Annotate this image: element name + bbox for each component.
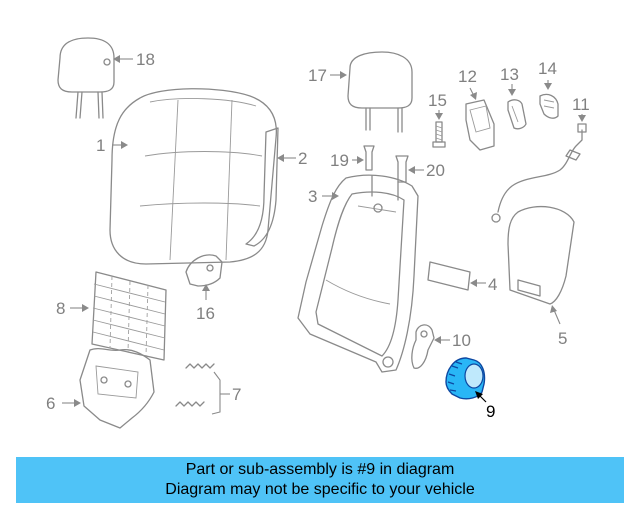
callout-1: 1 bbox=[96, 136, 128, 155]
part-11-cable[interactable] bbox=[491, 123, 587, 223]
part-6-lumbar-plate[interactable] bbox=[79, 347, 155, 429]
part-17-headrest[interactable] bbox=[347, 51, 413, 133]
callout-10: 10 bbox=[434, 331, 471, 350]
callout-label-13: 13 bbox=[500, 65, 519, 84]
callout-label-14: 14 bbox=[538, 59, 557, 78]
callout-label-7: 7 bbox=[232, 385, 241, 404]
banner-line-1: Part or sub-assembly is #9 in diagram bbox=[185, 461, 455, 478]
callout-label-11: 11 bbox=[572, 95, 590, 114]
callout-label-10: 10 bbox=[452, 331, 471, 350]
callout-7: 7 bbox=[211, 371, 241, 415]
callout-8: 8 bbox=[56, 299, 89, 318]
callout-label-2: 2 bbox=[298, 149, 307, 168]
callout-5: 5 bbox=[550, 305, 567, 348]
parts-diagram: 18 1 2 16 bbox=[46, 37, 590, 429]
callout-label-18: 18 bbox=[136, 50, 155, 69]
callout-label-1: 1 bbox=[96, 136, 105, 155]
callout-14: 14 bbox=[538, 59, 557, 90]
part-16-bracket[interactable] bbox=[185, 254, 223, 287]
callout-19: 19 bbox=[330, 151, 364, 170]
part-13-handle[interactable] bbox=[507, 99, 527, 130]
callout-13: 13 bbox=[500, 65, 519, 96]
part-3-seatback-frame[interactable] bbox=[297, 174, 419, 373]
callout-label-3: 3 bbox=[308, 187, 317, 206]
callout-6: 6 bbox=[46, 394, 81, 413]
callout-2: 2 bbox=[277, 149, 307, 168]
part-12-trim[interactable] bbox=[465, 99, 495, 151]
part-18-headrest[interactable] bbox=[57, 37, 115, 119]
callout-label-20: 20 bbox=[426, 161, 445, 180]
part-8-spring-mat[interactable] bbox=[91, 271, 167, 361]
callout-label-17: 17 bbox=[308, 66, 327, 85]
callout-label-8: 8 bbox=[56, 299, 65, 318]
banner-line-2: Diagram may not be specific to your vehi… bbox=[165, 481, 475, 498]
callout-label-15: 15 bbox=[428, 91, 447, 110]
part-7-springs[interactable] bbox=[175, 363, 215, 407]
part-20-guide-sleeve[interactable] bbox=[395, 155, 409, 183]
callout-9: 9 bbox=[475, 391, 495, 421]
callout-3: 3 bbox=[308, 187, 339, 206]
part-4-pad[interactable] bbox=[427, 261, 471, 291]
callout-label-9: 9 bbox=[486, 402, 495, 421]
callout-label-19: 19 bbox=[330, 151, 349, 170]
part-1-seatback-cushion[interactable] bbox=[109, 88, 278, 265]
callout-label-6: 6 bbox=[46, 394, 55, 413]
callout-label-16: 16 bbox=[196, 304, 215, 323]
callout-11: 11 bbox=[572, 95, 590, 122]
callout-4: 4 bbox=[470, 275, 497, 294]
callout-17: 17 bbox=[308, 66, 347, 85]
callout-label-4: 4 bbox=[488, 275, 497, 294]
part-2-side-panel[interactable] bbox=[245, 127, 279, 247]
info-banner: Part or sub-assembly is #9 in diagram Di… bbox=[16, 457, 624, 503]
callout-label-12: 12 bbox=[458, 67, 477, 86]
part-15-bolt[interactable] bbox=[432, 121, 446, 148]
callout-18: 18 bbox=[113, 50, 155, 69]
callout-12: 12 bbox=[458, 67, 477, 100]
callout-16: 16 bbox=[196, 284, 215, 323]
callout-15: 15 bbox=[428, 91, 447, 120]
callout-label-5: 5 bbox=[558, 329, 567, 348]
part-19-guide-sleeve[interactable] bbox=[363, 145, 375, 171]
part-14-cap[interactable] bbox=[539, 93, 559, 119]
part-5-back-panel[interactable] bbox=[507, 205, 575, 305]
callout-20: 20 bbox=[408, 161, 445, 180]
part-10-lever[interactable] bbox=[411, 324, 435, 369]
part-9-knob[interactable] bbox=[445, 357, 486, 400]
